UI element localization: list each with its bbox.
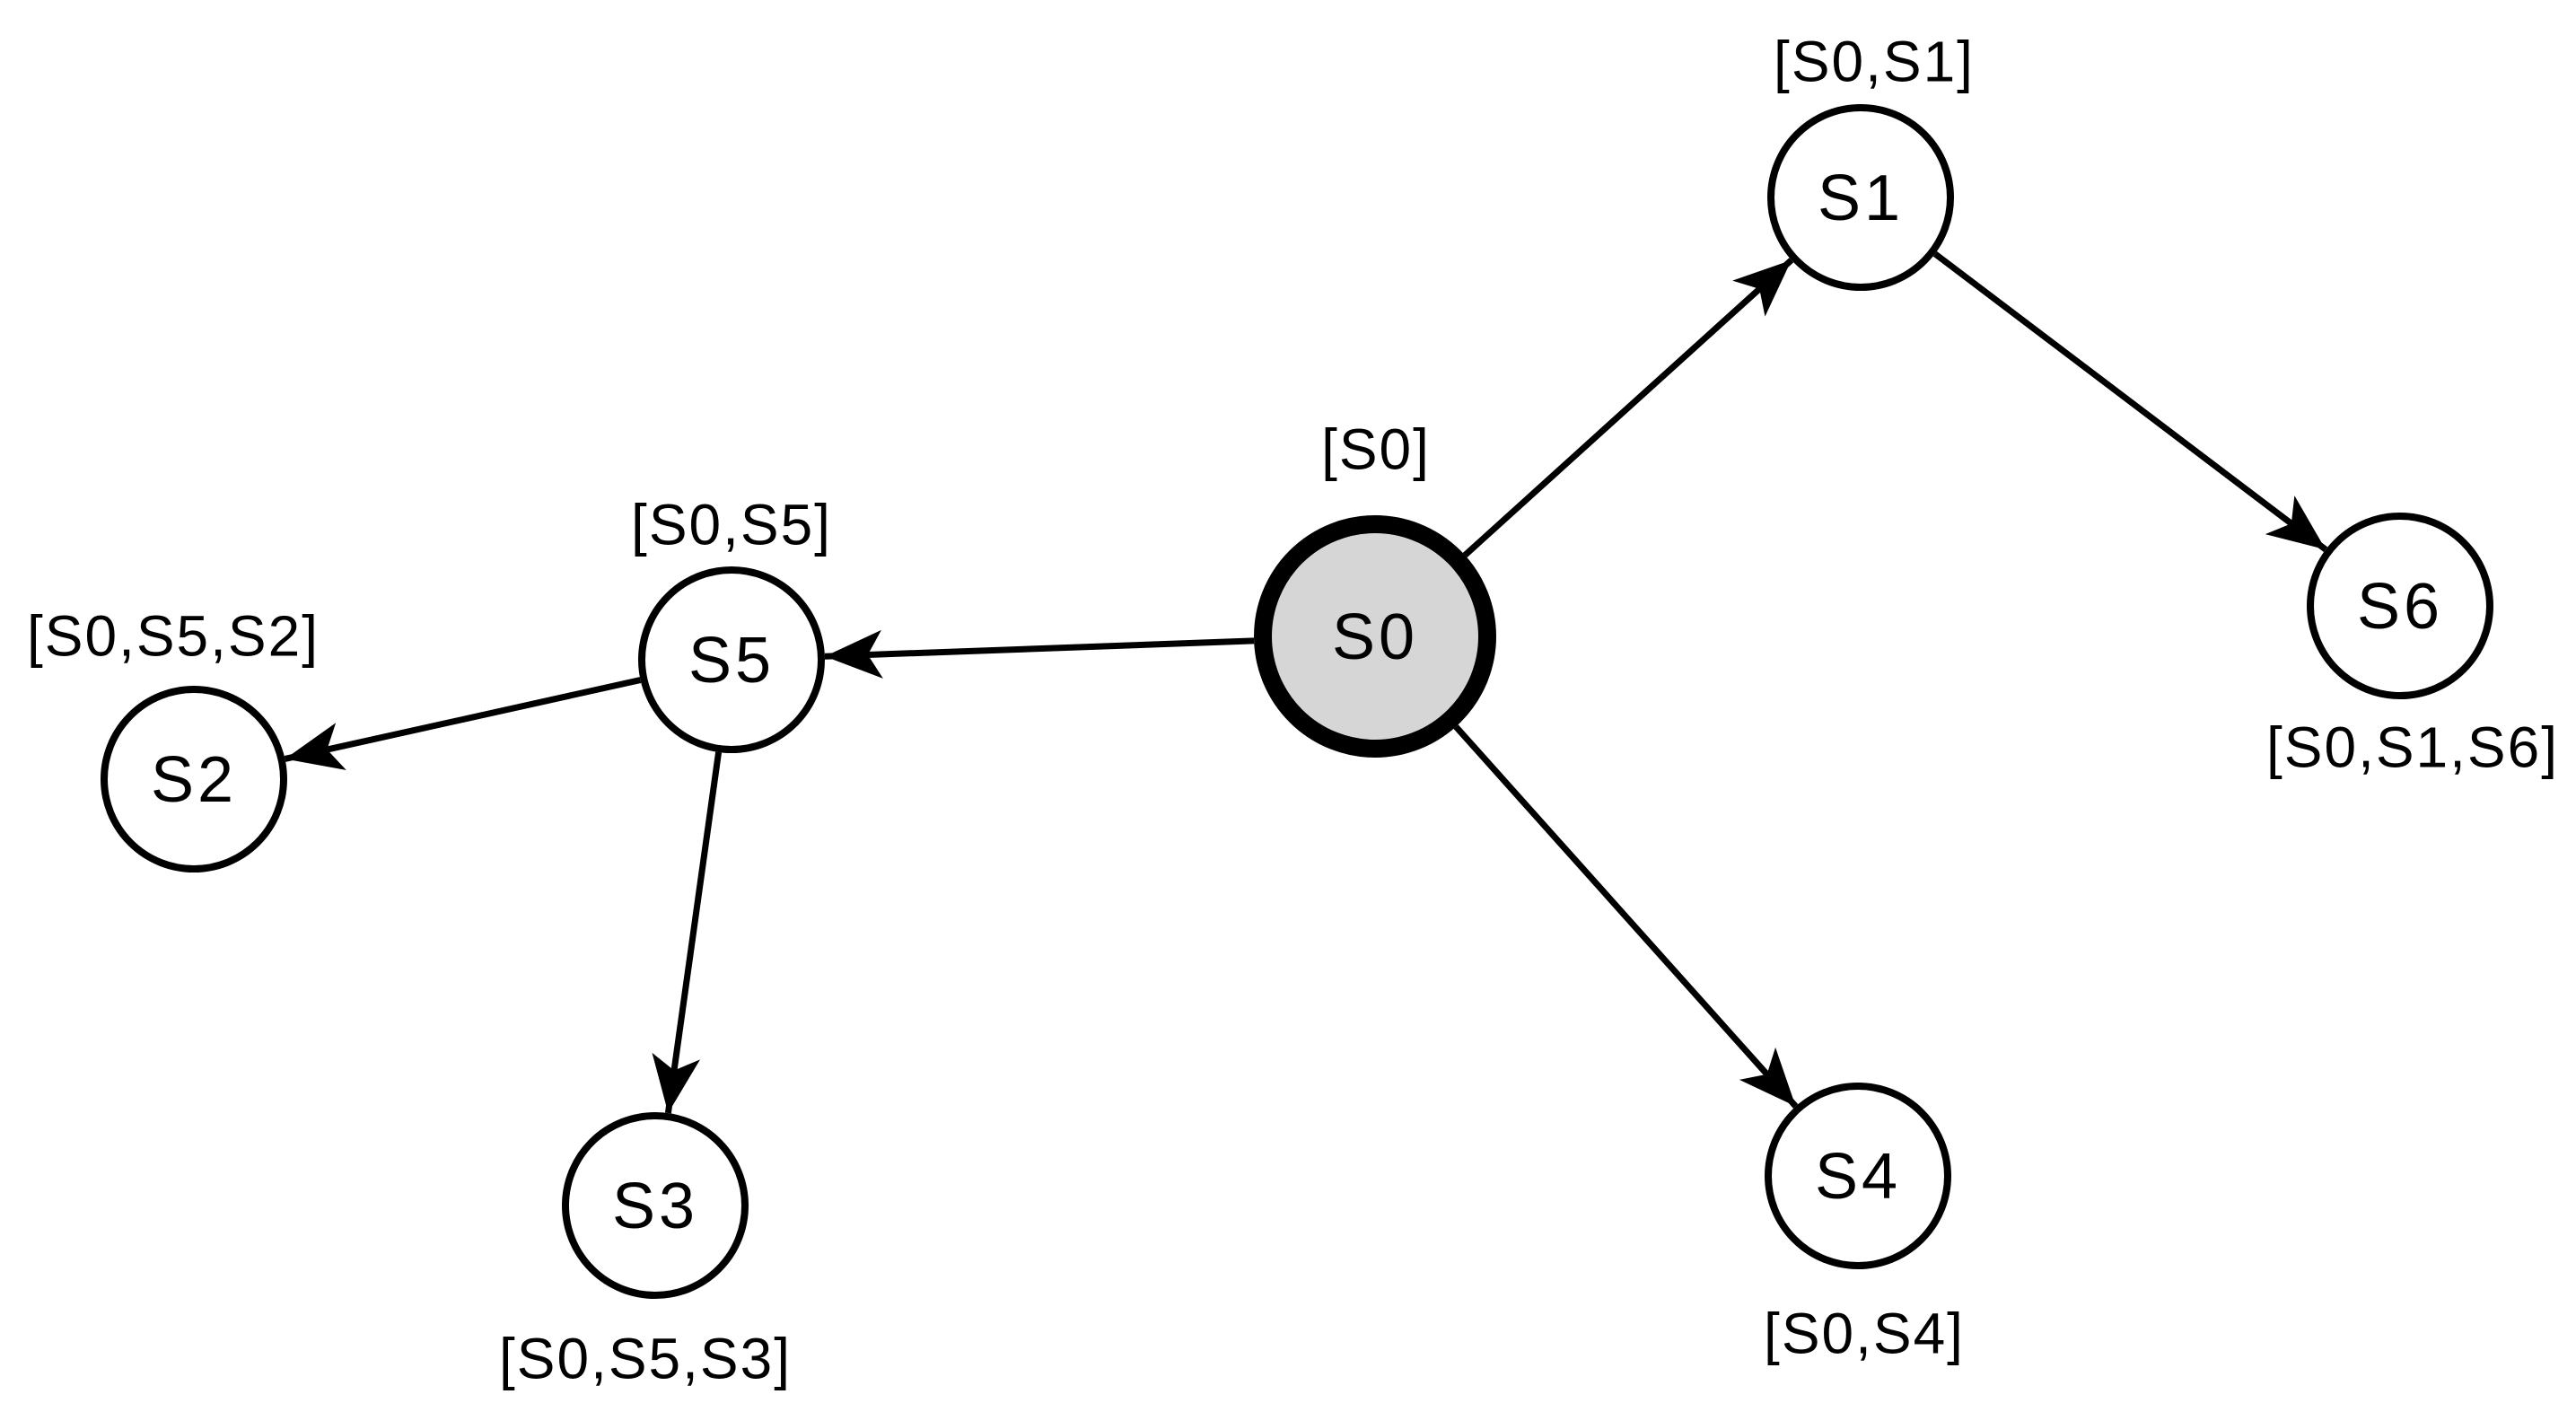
path-label-s2: [S0,S5,S2] <box>27 603 320 668</box>
node-s2-label: S2 <box>151 744 237 816</box>
path-label-s3: [S0,S5,S3] <box>499 1326 792 1390</box>
node-s5-circle <box>638 566 825 753</box>
edge-s5-s3 <box>652 751 723 1114</box>
node-s4-circle <box>1765 1083 1951 1269</box>
path-labels-layer: [S0] [S0,S1] [S0,S1,S6] [S0,S5] [S0,S5,S2] [S… <box>27 29 2559 1390</box>
node-s3-label: S3 <box>612 1171 698 1242</box>
path-label-s6: [S0,S1,S6] <box>2266 715 2559 779</box>
node-s3: S3 <box>562 1112 749 1299</box>
path-label-s1: [S0,S1] <box>1774 29 1975 93</box>
edge-s1-s6 <box>1932 250 2328 553</box>
edge-s0-s5 <box>824 629 1255 679</box>
node-s6-circle <box>2307 513 2493 699</box>
node-s1: S1 <box>1767 104 1954 291</box>
node-s1-circle <box>1767 104 1954 291</box>
node-s0-label: S0 <box>1332 601 1418 673</box>
edge-s0-s1 <box>1462 258 1794 558</box>
path-label-s5: [S0,S5] <box>631 492 832 557</box>
node-s5-label: S5 <box>688 625 775 697</box>
node-s5: S5 <box>638 566 825 753</box>
edge-s5-s2 <box>284 677 642 770</box>
path-label-s0: [S0] <box>1321 417 1431 481</box>
edge-s0-s4 <box>1453 724 1799 1109</box>
node-s3-circle <box>562 1112 749 1299</box>
node-s4-label: S4 <box>1815 1141 1901 1213</box>
node-s4: S4 <box>1765 1083 1951 1269</box>
node-s6: S6 <box>2307 513 2493 699</box>
node-s0: S0 <box>1254 515 1496 758</box>
node-s2-circle <box>101 686 287 872</box>
node-s0-circle <box>1254 515 1496 758</box>
node-s6-label: S6 <box>2357 571 2443 643</box>
edges-layer <box>284 250 2328 1114</box>
node-s2: S2 <box>101 686 287 872</box>
path-label-s4: [S0,S4] <box>1764 1301 1965 1365</box>
node-s1-label: S1 <box>1818 162 1904 234</box>
